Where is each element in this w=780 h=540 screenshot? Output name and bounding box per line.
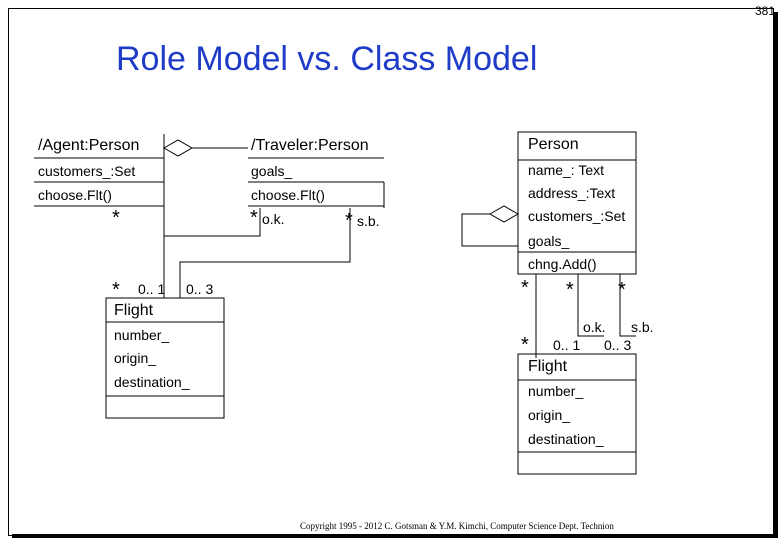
flight-right-name: Flight [528,358,568,375]
person-operation: chng.Add() [528,256,597,272]
person-self-link [461,213,518,247]
sb-role-label: s.b. [357,213,380,229]
traveler-flight-link [179,208,351,298]
traveler-ok-star: * [250,207,258,229]
person-attr-goals: goals_ [528,233,570,249]
flight-left-03: 0.. 3 [186,281,214,297]
traveler-class-name: /Traveler:Person [251,137,369,154]
right-ok-label: o.k. [583,319,606,335]
copyright-footer: Copyright 1995 - 2012 C. Gotsman & Y.M. … [300,521,614,531]
flight-right-attr-origin: origin_ [528,407,571,423]
agent-class-attribute: customers_:Set [38,163,136,179]
person-star-2: * [566,279,574,301]
flight-left-01: 0.. 1 [138,281,166,297]
right-flight-01: 0.. 1 [553,337,581,353]
agent-multiplicity: * [112,207,120,229]
person-star-1: * [521,277,529,299]
traveler-class-attribute: goals_ [251,163,293,179]
person-attr-name: name_: Text [528,162,605,178]
flight-left-star: * [112,279,120,301]
person-flight-link-b [577,274,604,337]
agent-class-name: /Agent:Person [38,137,140,154]
flight-left-name: Flight [114,302,154,319]
traveler-class-operation: choose.Flt() [251,187,325,203]
flight-right-attr-destination: destination_ [528,431,604,447]
right-flight-star: * [521,334,529,356]
right-flight-03: 0.. 3 [604,337,632,353]
frame-shadow-right [774,12,778,538]
person-flight-link-c [619,274,636,337]
role-diamond-right [488,205,520,223]
flight-left-attr-destination: destination_ [114,374,190,390]
flight-right-box [517,353,637,475]
right-sb-label: s.b. [631,319,654,335]
person-star-3: * [618,279,626,301]
flight-left-box [105,297,225,419]
person-attr-address: address_:Text [528,185,616,201]
agent-class-operation: choose.Flt() [38,187,112,203]
flight-right-attr-number: number_ [528,383,584,399]
frame-shadow-bottom [12,534,778,538]
role-diamond-left [162,139,194,157]
slide-title: Role Model vs. Class Model [116,40,538,78]
flight-left-attr-number: number_ [114,327,170,343]
person-class-name: Person [528,136,579,153]
person-box [517,131,637,275]
ok-role-label: o.k. [262,211,285,227]
page-number: 381 [755,4,776,18]
flight-left-attr-origin: origin_ [114,350,157,366]
person-attr-customers: customers_:Set [528,208,626,224]
agent-traveler-link [163,208,261,237]
traveler-sb-star: * [345,210,353,232]
